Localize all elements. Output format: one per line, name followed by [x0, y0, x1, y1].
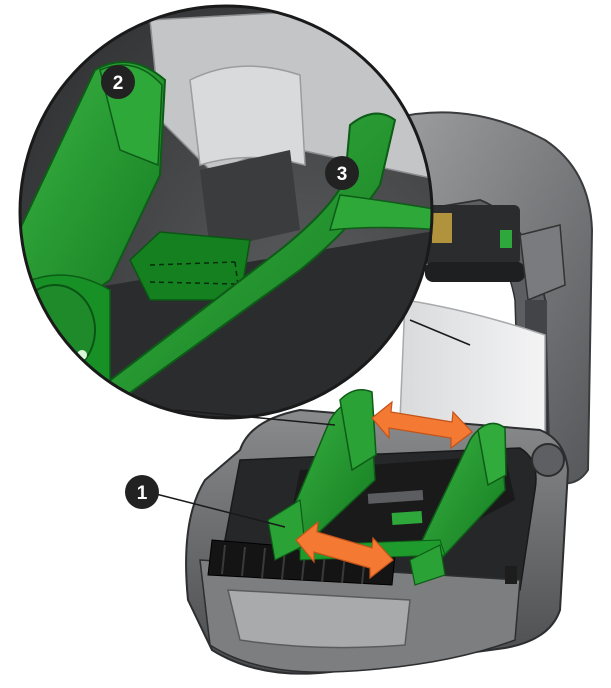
guide-left-post: [339, 389, 377, 472]
callout-2-label: 2: [113, 73, 124, 94]
front-window: [227, 589, 411, 649]
callout-1-badge: [125, 475, 159, 509]
callout-3-badge: [325, 156, 359, 190]
platform-sensor: [367, 490, 424, 504]
zoom-gray-cylinder: [189, 65, 306, 166]
zoom-guide-right-wing: [328, 194, 432, 231]
callout-2: 2: [101, 65, 135, 99]
guide-front-right: [409, 544, 446, 586]
callout-3-label: 3: [337, 164, 348, 185]
callout-1: 1: [125, 475, 286, 528]
zoom-leader-right: [409, 319, 471, 346]
callout-2-badge: [101, 65, 135, 99]
arrow-lower: [295, 520, 394, 580]
lid-hinge: [519, 224, 566, 302]
zoom-leader-left: [174, 409, 336, 426]
callout-1-leader: [155, 493, 286, 528]
head-green-latch: [500, 230, 512, 248]
callout-3: 3: [325, 156, 359, 190]
print-head-contacts: [432, 213, 452, 243]
side-port: [505, 566, 517, 584]
zoom-border: [18, 4, 434, 420]
arrow-upper: [371, 400, 473, 450]
guide-right-post: [477, 422, 507, 487]
printer-body: [185, 111, 594, 675]
platform-green-tab: [391, 510, 423, 526]
zoom-guide-right-lever: [92, 112, 397, 402]
side-knob: [531, 443, 565, 477]
zoom-guide-slot: [129, 231, 251, 301]
ribbon-roller: [425, 262, 525, 282]
zoom-dark-block: [200, 150, 300, 250]
callout-1-label: 1: [137, 483, 148, 504]
